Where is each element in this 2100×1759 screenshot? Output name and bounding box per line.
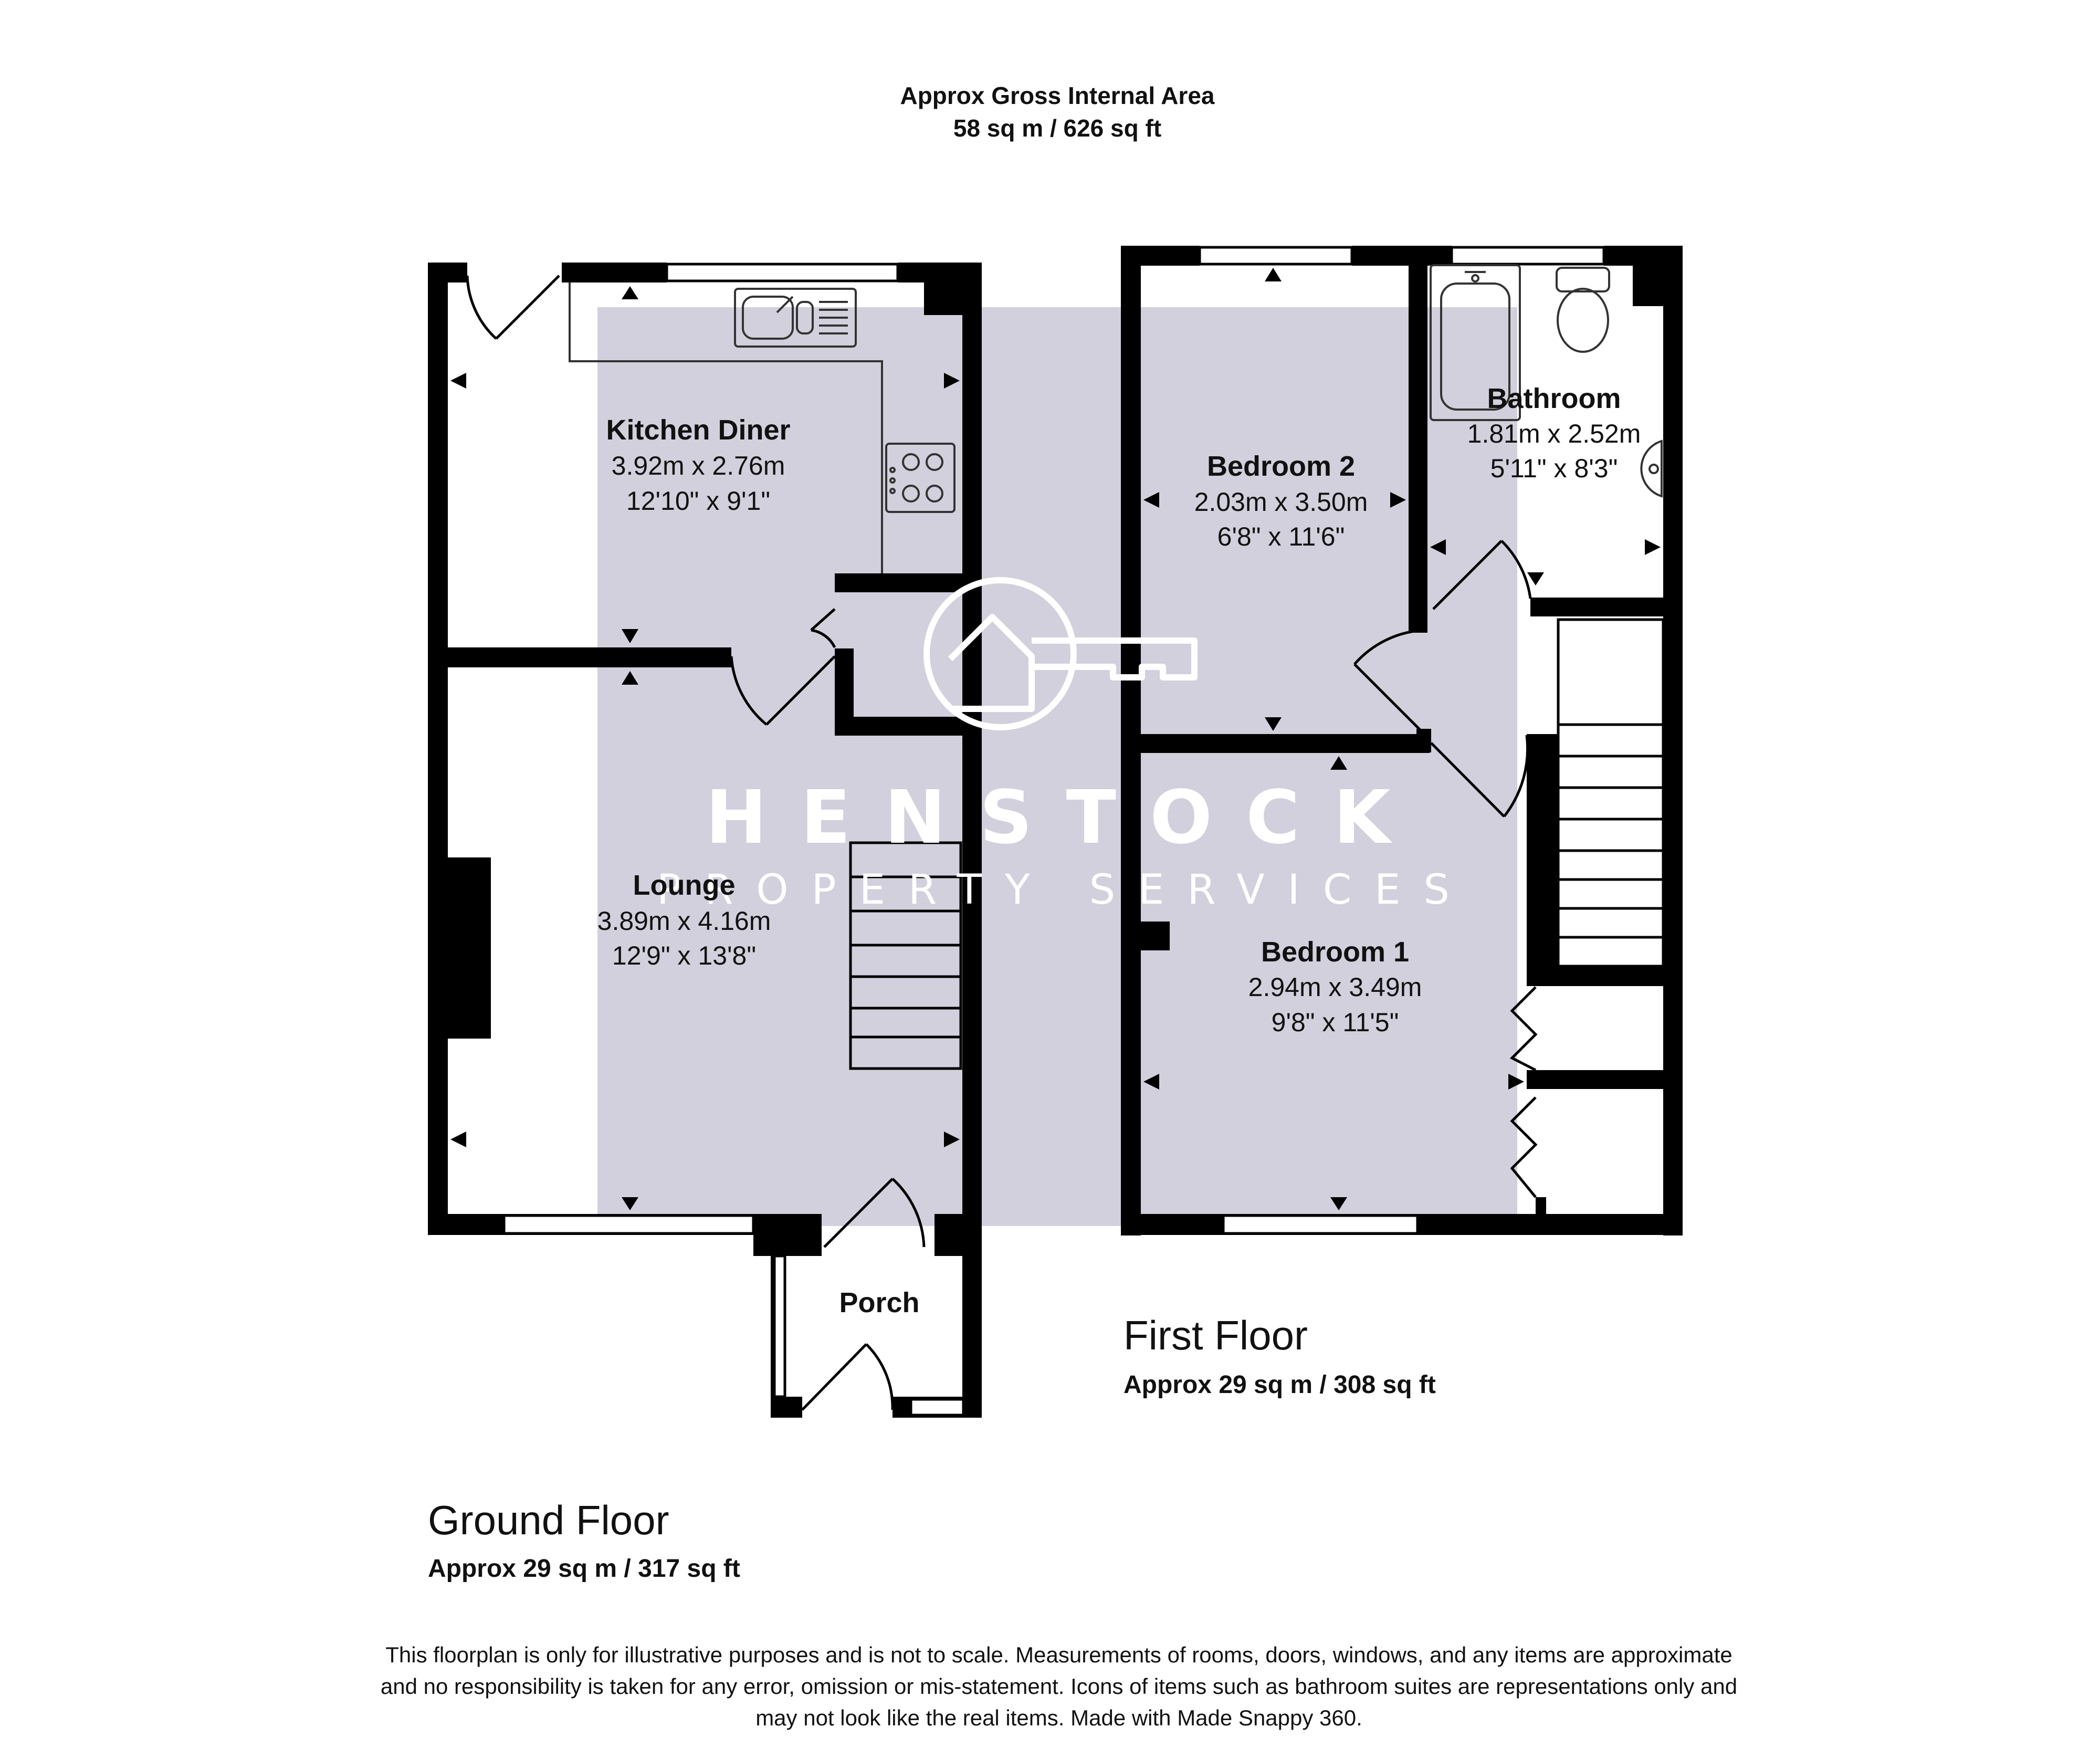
disclaimer-line-2: and no responsibility is taken for any e… <box>380 1674 1738 1699</box>
first-floor-dimension-arrows <box>1143 268 1661 1210</box>
room-name-bathroom: Bathroom <box>1487 383 1621 414</box>
floor-area-first: Approx 29 sq m / 308 sq ft <box>1124 1371 1436 1399</box>
washbasin-icon <box>1640 439 1663 498</box>
ground-floor-windows <box>502 263 965 1417</box>
room-imperial-lounge: 12'9" x 13'8" <box>612 941 757 970</box>
kitchen-worktop <box>569 282 883 573</box>
ground-floor-plan <box>428 263 982 1418</box>
room-name-bedroom-1: Bedroom 1 <box>1261 936 1410 968</box>
floor-label-first: First Floor <box>1124 1312 1308 1358</box>
house-key-logo-icon <box>923 577 1198 730</box>
room-imperial-bedroom-2: 6'8" x 11'6" <box>1217 522 1345 551</box>
bath-icon <box>1430 264 1521 421</box>
room-metric-bathroom: 1.81m x 2.52m <box>1467 419 1641 448</box>
disclaimer-line-3: may not look like the real items. Made w… <box>755 1705 1362 1730</box>
sink-icon <box>734 288 857 348</box>
first-floor-windows <box>1198 246 1605 1235</box>
room-imperial-bedroom-1: 9'8" x 11'5" <box>1271 1008 1399 1037</box>
floor-area-ground: Approx 29 sq m / 317 sq ft <box>428 1555 740 1583</box>
header-title: Approx Gross Internal Area <box>900 82 1215 109</box>
room-name-kitchen-diner: Kitchen Diner <box>606 414 791 446</box>
hob-icon <box>885 443 956 513</box>
disclaimer-line-1: This floorplan is only for illustrative … <box>385 1642 1732 1667</box>
ground-floor-doors <box>466 275 926 1411</box>
room-imperial-kitchen-diner: 12'10" x 9'1" <box>626 486 771 516</box>
room-name-lounge: Lounge <box>633 870 736 901</box>
ground-floor-walls <box>428 263 982 1418</box>
room-metric-bedroom-2: 2.03m x 3.50m <box>1194 487 1368 517</box>
watermark-panel <box>597 307 1517 1226</box>
watermark-tagline: PROPERTY SERVICES <box>657 866 1473 914</box>
ground-floor-dimension-arrows <box>450 286 960 1210</box>
toilet-icon <box>1556 267 1610 353</box>
watermark-brand: HENSTOCK <box>705 775 1424 861</box>
floor-label-ground: Ground Floor <box>428 1497 669 1543</box>
first-floor-plan <box>1121 246 1683 1236</box>
room-metric-bedroom-1: 2.94m x 3.49m <box>1248 972 1422 1002</box>
ground-floor-stairs <box>849 841 962 1070</box>
room-name-porch: Porch <box>839 1287 920 1318</box>
first-floor-doors <box>1353 540 1538 1198</box>
first-floor-stairs <box>1557 618 1665 968</box>
room-metric-lounge: 3.89m x 4.16m <box>597 906 771 936</box>
header-area: 58 sq m / 626 sq ft <box>953 114 1162 142</box>
room-imperial-bathroom: 5'11" x 8'3" <box>1490 454 1618 483</box>
room-metric-kitchen-diner: 3.92m x 2.76m <box>611 451 785 480</box>
room-name-bedroom-2: Bedroom 2 <box>1206 451 1356 482</box>
first-floor-walls <box>1121 246 1683 1236</box>
